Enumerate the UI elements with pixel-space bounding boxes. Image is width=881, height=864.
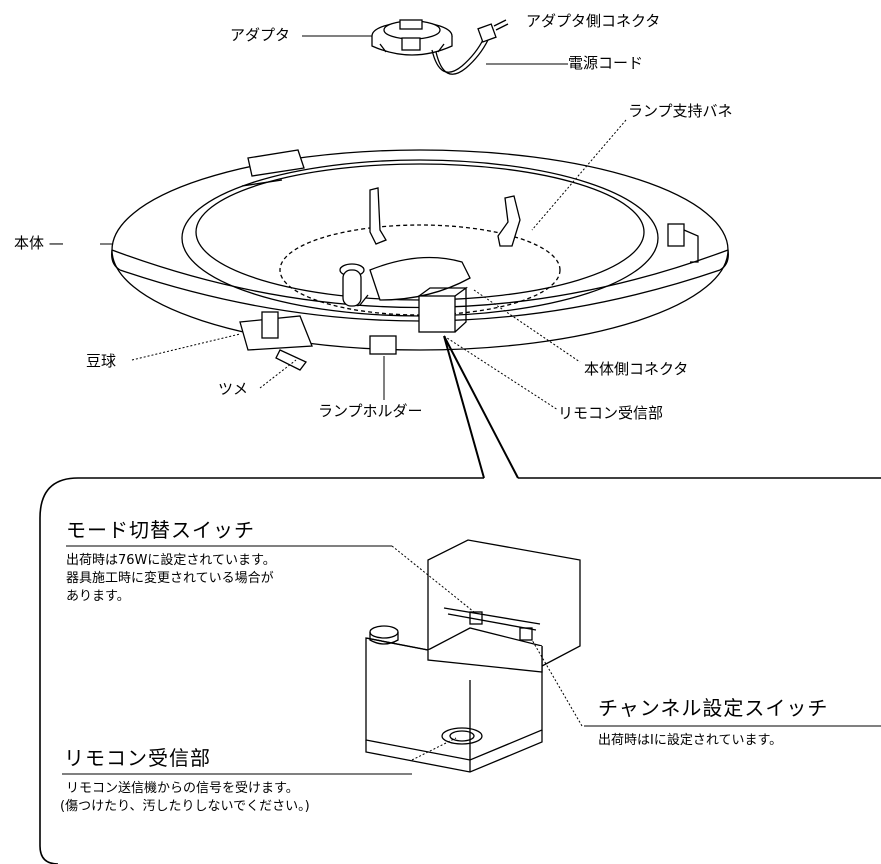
receiver-note-1: リモコン送信機からの信号を受けます。 bbox=[66, 781, 299, 796]
adapter-drawing bbox=[371, 19, 453, 56]
mode-switch-note-2: 器具施工時に変更されている場合が bbox=[66, 571, 274, 586]
mode-switch-note-3: あります。 bbox=[66, 589, 130, 604]
channel-switch-title: チャンネル設定スイッチ bbox=[598, 696, 829, 720]
callout-frame bbox=[39, 477, 881, 864]
receiver-title: リモコン受信部 bbox=[64, 746, 211, 770]
label-power-cord: 電源コード bbox=[568, 54, 644, 72]
label-claw: ツメ bbox=[218, 380, 249, 398]
label-body-connector: 本体側コネクタ bbox=[584, 360, 689, 378]
receiver-box-detail bbox=[365, 539, 581, 773]
label-adapter: アダプタ bbox=[230, 26, 291, 44]
receiver-note-2: (傷つけたり、汚したりしないでください。) bbox=[60, 799, 310, 814]
label-body: 本体 — bbox=[14, 234, 64, 252]
mode-switch-note-1: 出荷時は76Wに設定されています。 bbox=[66, 553, 276, 568]
label-lamp-spring: ランプ支持バネ bbox=[628, 102, 733, 120]
adapter-connector-drawing bbox=[477, 19, 509, 43]
power-cord-drawing bbox=[431, 37, 485, 73]
label-adapter-connector: アダプタ側コネクタ bbox=[526, 12, 661, 30]
label-remote-receiver: リモコン受信部 bbox=[558, 404, 664, 422]
label-bulb: 豆球 bbox=[86, 352, 117, 370]
channel-switch-note: 出荷時はⅠに設定されています。 bbox=[598, 733, 783, 748]
label-lamp-holder: ランプホルダー bbox=[318, 402, 423, 420]
main-body-drawing bbox=[111, 149, 729, 371]
mode-switch-title: モード切替スイッチ bbox=[66, 518, 255, 542]
